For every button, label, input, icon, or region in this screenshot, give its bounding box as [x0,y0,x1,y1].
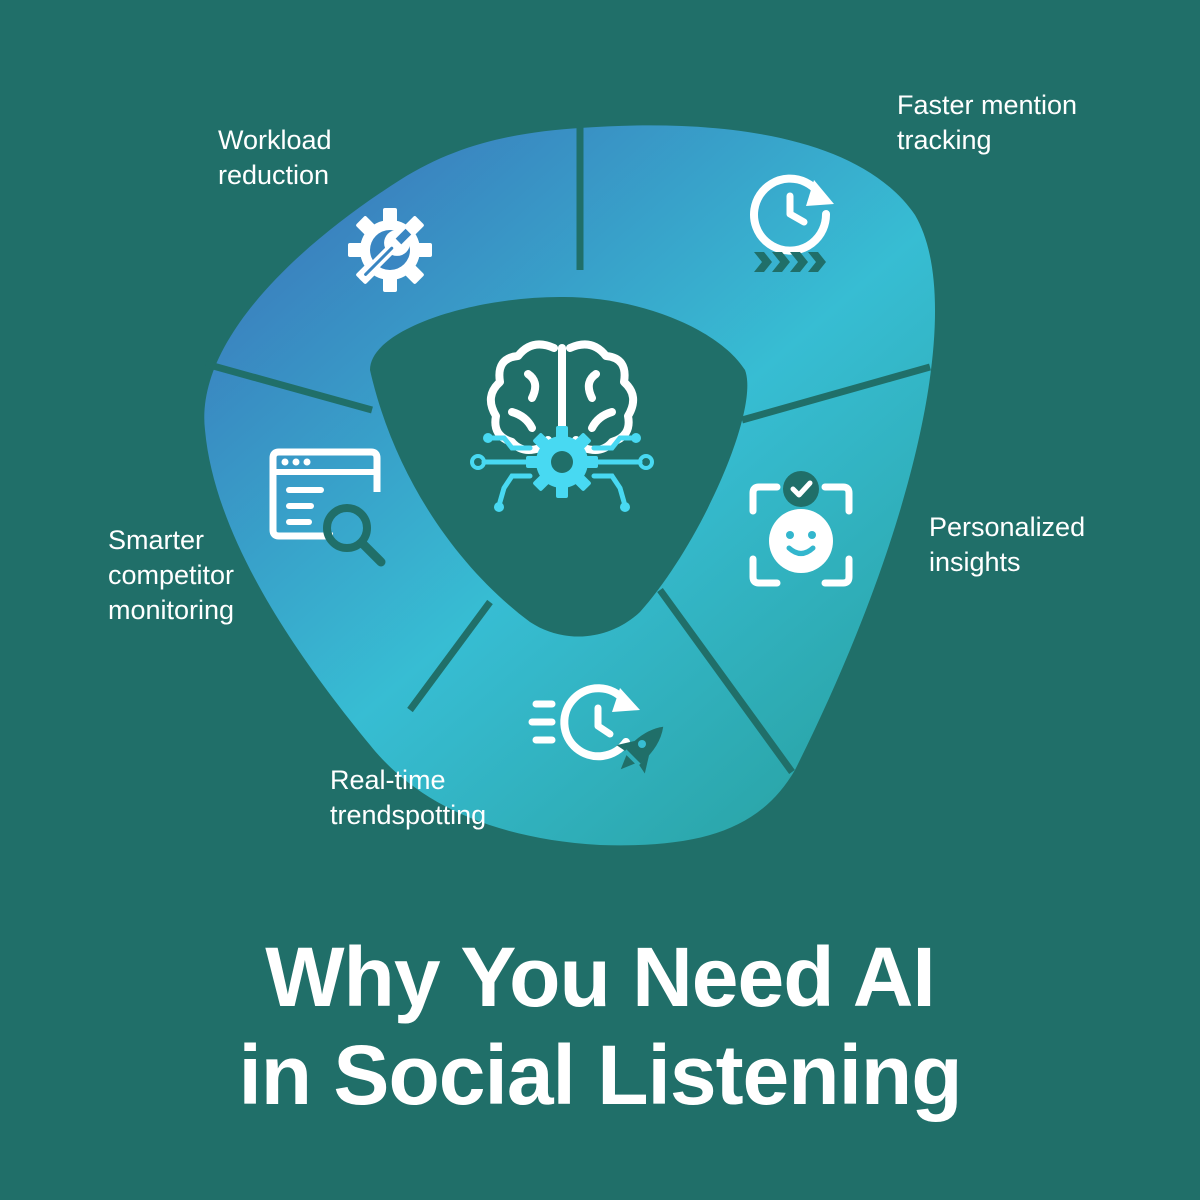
label-line: Faster mention [897,90,1078,120]
label-line: Real-time [330,765,446,795]
label-smarter-competitor-monitoring: Smarter competitor monitoring [108,523,234,628]
title-line: in Social Listening [238,1028,962,1122]
label-line: Workload [218,125,332,155]
label-line: Personalized [929,512,1086,542]
label-line: tracking [897,125,992,155]
divider-right [741,363,931,424]
clock-fast-forward-icon [750,174,834,272]
label-real-time-trendspotting: Real-time trendspotting [330,763,486,833]
label-line: reduction [218,160,330,190]
label-workload-reduction: Workload reduction [218,123,332,193]
label-personalized-insights: Personalized insights [929,510,1085,580]
label-line: monitoring [108,595,235,625]
label-line: Smarter [108,525,205,555]
browser-search-icon [269,448,386,567]
label-line: insights [929,547,1021,577]
label-line: competitor [108,560,235,590]
gear-wrench-icon [348,208,432,292]
face-check-icon [749,471,853,587]
divider-bottom-left [407,599,493,713]
page-title: Why You Need AI in Social Listening [0,928,1200,1124]
divider-bottom-right [657,587,795,775]
label-line: trendspotting [330,800,487,830]
label-faster-mention-tracking: Faster mention tracking [897,88,1077,158]
clock-rocket-icon [528,684,664,774]
divider-left [205,360,373,414]
brain-gear-circuit-icon [470,340,654,512]
segment-dividers [205,122,931,775]
title-line: Why You Need AI [265,930,936,1024]
